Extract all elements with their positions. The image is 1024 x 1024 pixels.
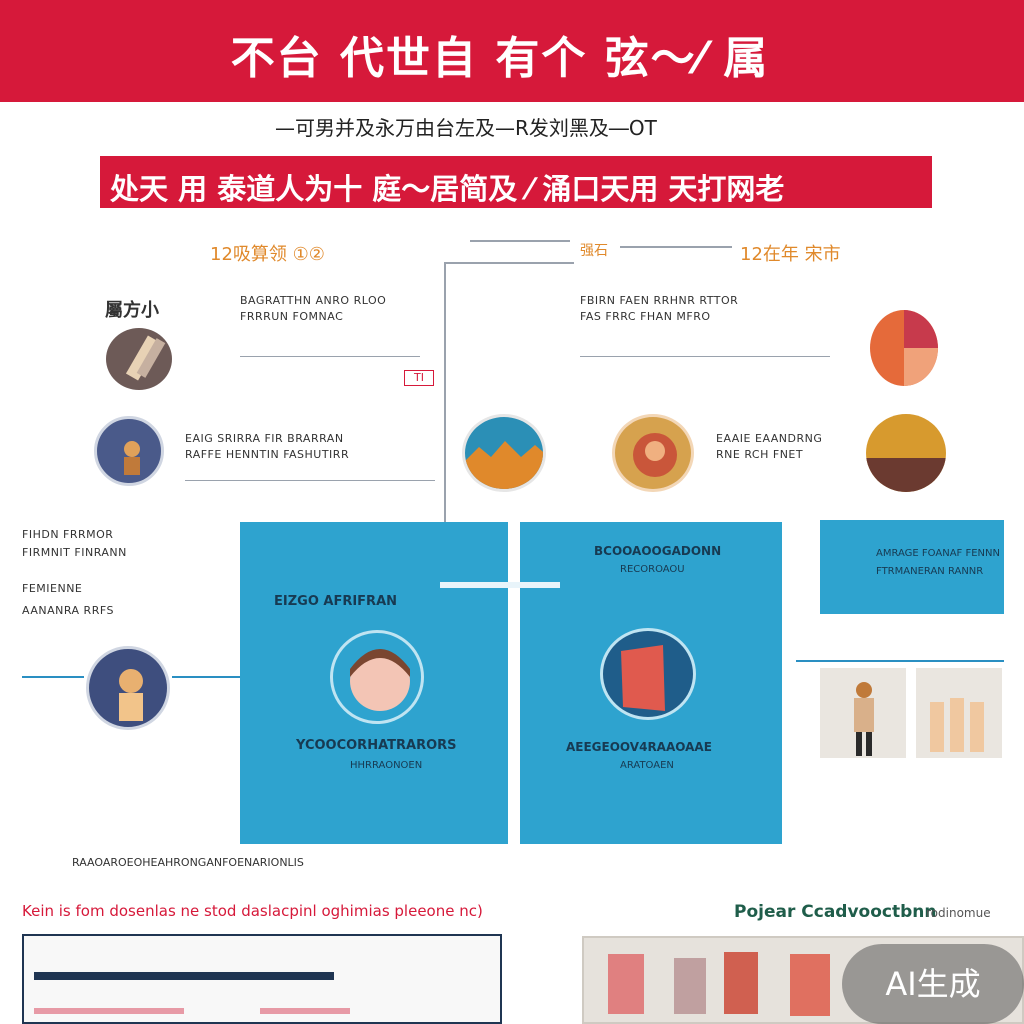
top-left-heading: 12吸算领 ①② bbox=[210, 244, 325, 265]
page-subtitle: —可男并及永万由台左及—R发刘黑及―OT bbox=[275, 116, 657, 140]
panel-connector bbox=[440, 582, 560, 588]
sunset-illustration-icon bbox=[866, 414, 946, 492]
figure-illustration-icon bbox=[94, 416, 164, 486]
connector-line bbox=[172, 676, 240, 678]
connector-line bbox=[620, 246, 732, 248]
connector-line bbox=[444, 262, 446, 592]
panel-subheading: RECOROAOU bbox=[620, 564, 685, 575]
small-panel-text: FTRMANERAN RANNR bbox=[876, 566, 984, 577]
panel-heading: EIZGO AFRIFRAN bbox=[274, 594, 398, 609]
left-column-line: FIHDN FRRMOR bbox=[22, 528, 114, 541]
pie-chart-icon bbox=[870, 310, 938, 386]
footer-bar bbox=[260, 1008, 350, 1014]
headline-banner bbox=[100, 156, 932, 208]
panel-caption: HHRRAONOEN bbox=[350, 760, 423, 771]
footer-bar bbox=[34, 1008, 184, 1014]
connector-line bbox=[470, 240, 570, 242]
bottom-caption: RAAOAROEOHEAHRONGANFOENARIONLIS bbox=[72, 856, 304, 869]
person-illustration-icon bbox=[86, 646, 170, 730]
left-section-label: 屬方小 bbox=[105, 300, 159, 321]
landscape-illustration-icon bbox=[462, 414, 546, 492]
top-right-heading: 12在年 宋市 bbox=[740, 244, 841, 265]
footer-left-box bbox=[22, 934, 502, 1024]
connector-line bbox=[796, 660, 1004, 662]
divider bbox=[240, 356, 420, 357]
footer-right-heading: Pojear Ccadvooctbnn bbox=[734, 902, 937, 922]
panel-gap-line bbox=[508, 632, 518, 844]
left-text-line: FRRRUN FOMNAC bbox=[240, 310, 344, 323]
divider bbox=[580, 356, 830, 357]
portrait-illustration-icon bbox=[330, 630, 424, 724]
row2-text: EAAIE EAANDRNG bbox=[716, 432, 823, 445]
panel-caption: YCOOCORHATRARORS bbox=[296, 738, 457, 753]
organ-illustration-icon bbox=[600, 628, 696, 720]
divider bbox=[185, 480, 435, 481]
row2-text: EAIG SRIRRA FIR BRARRAN bbox=[185, 432, 344, 445]
right-text-line: FAS FRRC FHAN MFRO bbox=[580, 310, 711, 323]
row2-text: RAFFE HENNTIN FASHUTIRR bbox=[185, 448, 350, 461]
ai-generated-badge: AI生成 bbox=[842, 944, 1024, 1024]
panel-heading: BCOOAOOGADONN bbox=[594, 544, 722, 558]
small-red-mark: TI bbox=[404, 370, 434, 386]
page-title: 不台 代世自 有个 弦〜⁄ 属 bbox=[230, 33, 770, 84]
people-illustration-card bbox=[820, 668, 906, 758]
chefs-illustration-card bbox=[916, 668, 1002, 758]
headline-banner-text: 处天 用 泰道人为十 庭〜居简及 ⁄ 涌口天用 天打网老 bbox=[110, 172, 785, 206]
left-column-line: AANANRA RRFS bbox=[22, 604, 114, 617]
info-panel-small bbox=[820, 520, 1004, 614]
left-text-line: BAGRATTHN ANRO RLOO bbox=[240, 294, 387, 307]
connector-line bbox=[444, 262, 574, 264]
connector-line bbox=[22, 676, 84, 678]
footer-left-heading: Kein is fom dosenlas ne stod daslacpinl … bbox=[22, 902, 483, 920]
food-illustration-icon bbox=[612, 414, 694, 492]
left-column-line: FEMIENNE bbox=[22, 582, 83, 595]
right-text-line: FBIRN FAEN RRHNR RTTOR bbox=[580, 294, 739, 307]
knife-illustration-icon bbox=[106, 328, 172, 390]
small-panel-text: AMRAGE FOANAF FENNN bbox=[876, 548, 1000, 559]
top-center-heading: 强石 bbox=[580, 243, 608, 259]
footer-bar bbox=[34, 972, 334, 980]
top-banner bbox=[0, 0, 1024, 102]
left-column-line: FIRMNIT FINRANN bbox=[22, 546, 127, 559]
row2-text: RNE RCH FNET bbox=[716, 448, 804, 461]
panel-caption: ARATOAEN bbox=[620, 760, 674, 771]
panel-caption: AEEGEOOV4RAAOAAE bbox=[566, 740, 712, 754]
footer-right-small: rodinomue bbox=[926, 906, 991, 920]
